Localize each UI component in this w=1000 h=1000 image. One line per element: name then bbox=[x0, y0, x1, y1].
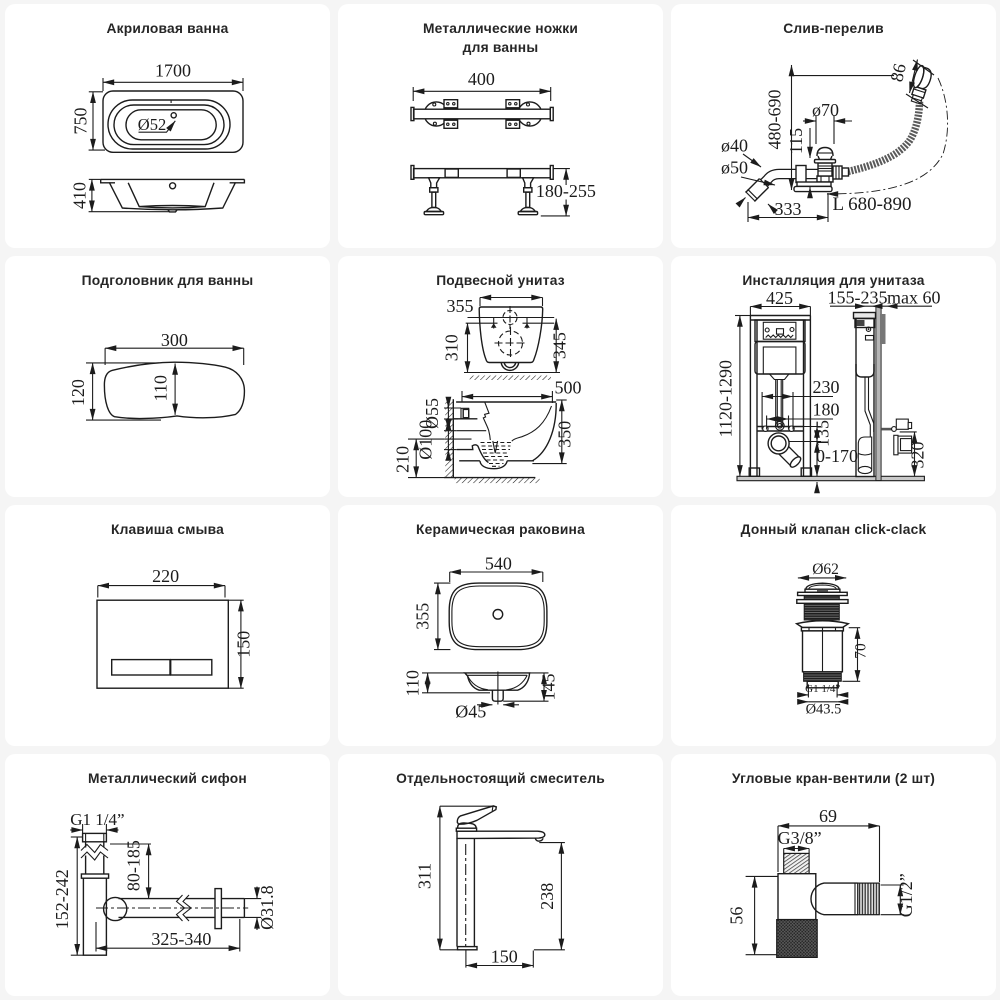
svg-text:80-185: 80-185 bbox=[123, 840, 143, 891]
svg-text:400: 400 bbox=[468, 69, 495, 89]
svg-text:425: 425 bbox=[766, 288, 793, 308]
svg-text:ø40: ø40 bbox=[721, 136, 748, 156]
svg-text:L 680-890: L 680-890 bbox=[833, 194, 912, 215]
svg-text:150: 150 bbox=[234, 631, 254, 658]
svg-text:Ø31.8: Ø31.8 bbox=[257, 885, 277, 930]
svg-text:750: 750 bbox=[71, 108, 91, 135]
svg-text:69: 69 bbox=[819, 806, 837, 826]
svg-text:ø70: ø70 bbox=[812, 100, 839, 120]
svg-text:310: 310 bbox=[442, 334, 462, 361]
svg-text:355: 355 bbox=[447, 296, 474, 316]
svg-text:Ø55: Ø55 bbox=[422, 398, 442, 429]
svg-text:311: 311 bbox=[415, 863, 435, 889]
svg-text:1120-1290: 1120-1290 bbox=[716, 360, 736, 437]
svg-text:220: 220 bbox=[152, 566, 179, 586]
svg-text:Ø62: Ø62 bbox=[812, 561, 839, 578]
svg-text:110: 110 bbox=[403, 670, 423, 696]
svg-text:355: 355 bbox=[412, 603, 432, 630]
svg-text:155-235: 155-235 bbox=[828, 288, 888, 308]
svg-text:0-170: 0-170 bbox=[816, 446, 858, 466]
svg-text:230: 230 bbox=[813, 377, 840, 397]
svg-text:120: 120 bbox=[68, 379, 88, 406]
svg-text:ø50: ø50 bbox=[721, 158, 748, 178]
svg-text:G1 1/4”: G1 1/4” bbox=[805, 683, 840, 695]
svg-text:G1 1/4”: G1 1/4” bbox=[70, 810, 124, 829]
svg-text:210: 210 bbox=[393, 446, 413, 473]
svg-text:max 60: max 60 bbox=[887, 288, 941, 308]
svg-text:70: 70 bbox=[853, 643, 870, 659]
svg-text:150: 150 bbox=[491, 947, 518, 967]
svg-text:145: 145 bbox=[539, 674, 559, 701]
svg-text:500: 500 bbox=[555, 378, 582, 398]
svg-text:115: 115 bbox=[786, 128, 806, 154]
svg-text:G3/8”: G3/8” bbox=[778, 828, 822, 848]
svg-text:G1/2”: G1/2” bbox=[896, 873, 916, 917]
svg-text:410: 410 bbox=[70, 182, 90, 209]
svg-text:540: 540 bbox=[485, 554, 512, 574]
svg-text:110: 110 bbox=[150, 375, 170, 401]
svg-text:300: 300 bbox=[161, 330, 188, 350]
svg-text:86: 86 bbox=[886, 62, 910, 84]
svg-text:135: 135 bbox=[813, 420, 833, 447]
svg-text:320: 320 bbox=[908, 442, 928, 469]
svg-text:Ø45: Ø45 bbox=[455, 702, 486, 722]
svg-text:Ø43.5: Ø43.5 bbox=[806, 702, 842, 718]
svg-text:Ø100: Ø100 bbox=[416, 420, 436, 460]
svg-text:325-340: 325-340 bbox=[151, 929, 211, 949]
svg-text:180: 180 bbox=[813, 400, 840, 420]
svg-text:56: 56 bbox=[727, 907, 747, 925]
svg-text:350: 350 bbox=[555, 421, 575, 448]
svg-text:Ø52: Ø52 bbox=[138, 115, 166, 134]
svg-text:238: 238 bbox=[537, 883, 557, 910]
svg-text:480-690: 480-690 bbox=[764, 89, 784, 149]
svg-text:345: 345 bbox=[550, 332, 570, 359]
svg-text:333: 333 bbox=[775, 199, 802, 219]
svg-text:180-255: 180-255 bbox=[536, 181, 596, 201]
svg-text:1700: 1700 bbox=[155, 61, 191, 81]
svg-text:152-242: 152-242 bbox=[52, 869, 72, 929]
